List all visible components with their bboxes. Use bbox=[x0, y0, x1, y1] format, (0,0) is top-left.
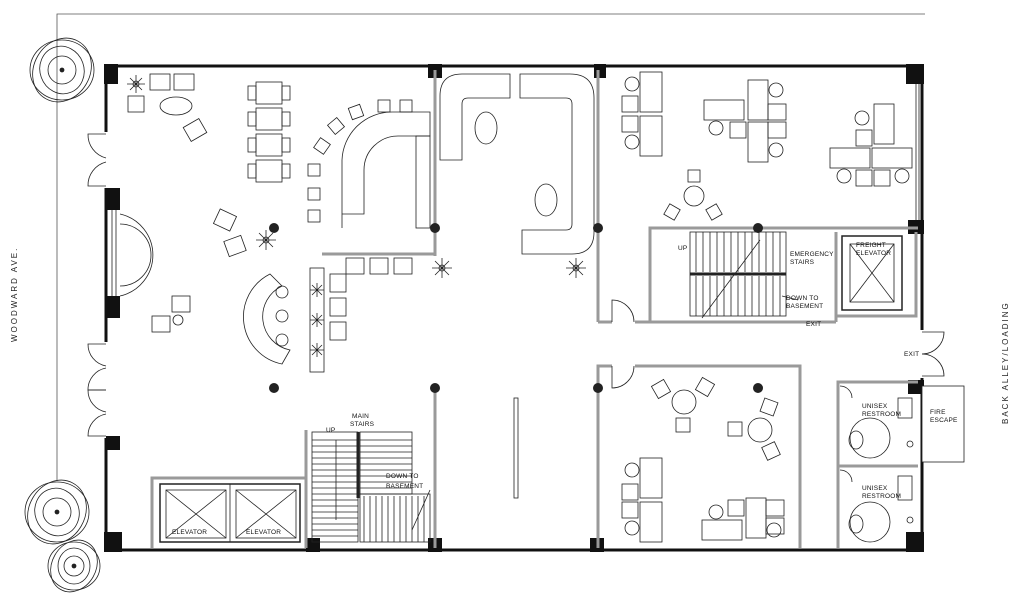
up-label: UP bbox=[678, 245, 687, 252]
street-label-rear: BACK ALLEY/LOADING bbox=[1001, 301, 1010, 424]
emergency-stairs-label: STAIRS bbox=[790, 259, 815, 266]
partition-screen bbox=[513, 397, 519, 499]
dining-tables bbox=[247, 81, 291, 183]
bay-window bbox=[111, 210, 154, 297]
office-desks bbox=[621, 71, 913, 543]
freight-elevator bbox=[841, 235, 903, 311]
basement-label: DOWN TO bbox=[786, 295, 819, 302]
structural-columns bbox=[269, 223, 763, 393]
restroom-label: UNISEX bbox=[862, 485, 888, 492]
interior-doors[interactable] bbox=[611, 299, 853, 483]
rear-window bbox=[915, 84, 920, 220]
lounge-furniture bbox=[127, 73, 247, 333]
fire-escape-label: FIRE bbox=[930, 409, 946, 416]
passenger-elevators bbox=[159, 483, 301, 543]
basement-label: BASEMENT bbox=[786, 303, 823, 310]
main-stairs-label: MAIN bbox=[352, 413, 369, 420]
interior-partitions bbox=[150, 70, 918, 548]
main-stairs-label: STAIRS bbox=[350, 421, 375, 428]
up-label: UP bbox=[326, 427, 335, 434]
fire-escape-label: ESCAPE bbox=[930, 417, 958, 424]
emergency-stairs bbox=[689, 231, 799, 319]
tree-icon bbox=[24, 37, 101, 593]
emergency-stairs-label: EMERGENCY bbox=[790, 251, 834, 258]
rear-exit-door[interactable] bbox=[921, 331, 945, 377]
freight-elevator-label: FREIGHT bbox=[856, 242, 886, 249]
freight-elevator-label: ELEVATOR bbox=[856, 250, 891, 257]
property-line bbox=[56, 13, 925, 480]
main-stairs bbox=[311, 431, 431, 543]
plant-icon bbox=[127, 75, 586, 357]
front-doors[interactable] bbox=[87, 133, 107, 437]
exit-label: EXIT bbox=[806, 321, 821, 328]
fire-escape bbox=[921, 385, 965, 463]
basement-label: DOWN TO bbox=[386, 473, 419, 480]
restroom-label: RESTROOM bbox=[862, 493, 901, 500]
restroom-fixtures bbox=[848, 397, 914, 543]
basement-label: BASEMENT bbox=[386, 483, 423, 490]
street-label-front: WOODWARD AVE. bbox=[10, 247, 19, 342]
exit-label: EXIT bbox=[904, 351, 919, 358]
elevator-label: ELEVATOR bbox=[246, 529, 281, 536]
restroom-label: RESTROOM bbox=[862, 411, 901, 418]
booth-seating bbox=[439, 73, 595, 255]
curved-lounge-bench bbox=[243, 257, 413, 373]
bar-counter bbox=[307, 99, 431, 229]
elevator-label: ELEVATOR bbox=[172, 529, 207, 536]
restroom-label: UNISEX bbox=[862, 403, 888, 410]
